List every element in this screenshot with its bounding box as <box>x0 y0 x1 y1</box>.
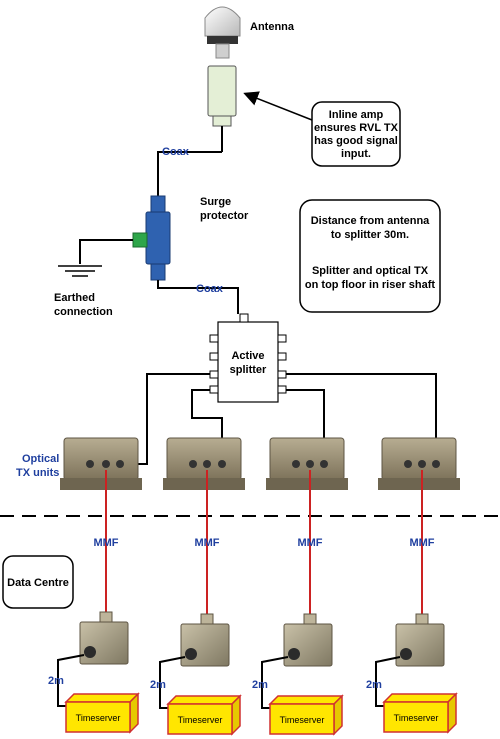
fibre-receiver-icon <box>283 613 333 667</box>
inline-amp-note-line-3: has good signal <box>314 135 398 147</box>
inline-amp-note-line-1: Inline amp <box>329 109 384 121</box>
distance-note-line-2: to splitter 30m. <box>331 229 409 241</box>
coax-top-label: Coax <box>162 146 190 158</box>
distance-note-line-5: on top floor in riser shaft <box>305 279 436 291</box>
splitter-to-tx-cable-4 <box>286 373 437 462</box>
splitter-label-line-1: Active <box>231 350 264 362</box>
earth-ground-icon <box>58 265 102 277</box>
mmf-label-1: MMF <box>93 537 118 549</box>
surge-protector-icon <box>132 195 171 281</box>
data-centre-label: Data Centre <box>7 577 69 589</box>
distance-note: Distance from antenna to splitter 30m. S… <box>299 199 441 313</box>
timeserver-box-icon: Timeserver <box>268 694 344 736</box>
coax-cable-top <box>157 151 222 196</box>
earthed-label-line-1: Earthed <box>54 292 95 304</box>
timeserver-label-3: Timeserver <box>280 715 325 725</box>
surge-label-line-2: protector <box>200 210 249 222</box>
optical-transmitter-icon <box>60 437 142 490</box>
coax-mid-label: Coax <box>196 283 224 295</box>
active-splitter-icon <box>209 313 287 403</box>
timeserver-cable-1 <box>57 654 85 707</box>
data-centre-box: Data Centre <box>2 555 74 609</box>
timeserver-cable-3 <box>261 656 289 709</box>
inline-amp-note-line-2: ensures RVL TX <box>314 122 399 134</box>
inline-amp-note: Inline amp ensures RVL TX has good signa… <box>311 101 401 167</box>
optical-transmitter-icon <box>378 437 460 490</box>
cable-2m-label-4: 2m <box>366 679 382 691</box>
timeserver-box-icon: Timeserver <box>382 692 458 734</box>
cable-2m-label-1: 2m <box>48 675 64 687</box>
fibre-receiver-icon <box>180 613 230 667</box>
fibre-receiver-icon <box>79 611 129 665</box>
mmf-label-2: MMF <box>194 537 219 549</box>
optical-transmitter-icon <box>266 437 348 490</box>
optical-tx-label-line-2: TX units <box>16 467 59 479</box>
cable-2m-label-3: 2m <box>252 679 268 691</box>
mmf-label-3: MMF <box>297 537 322 549</box>
distance-note-line-1: Distance from antenna <box>311 215 430 227</box>
optical-tx-label-line-1: Optical <box>22 453 59 465</box>
inline-amp-note-line-4: input. <box>341 148 371 160</box>
splitter-label-line-2: splitter <box>230 364 267 376</box>
timeserver-label-1: Timeserver <box>76 713 121 723</box>
timeserver-cable-4 <box>375 656 401 707</box>
surge-label-line-1: Surge <box>200 196 231 208</box>
timeserver-label-2: Timeserver <box>178 715 223 725</box>
antenna-dome-icon <box>204 6 241 59</box>
coax-cable-mid <box>157 280 239 314</box>
timeserver-cable-2 <box>159 656 186 709</box>
timeserver-box-icon: Timeserver <box>64 692 140 734</box>
cable-2m-label-2: 2m <box>150 679 166 691</box>
distance-note-line-4: Splitter and optical TX <box>312 265 429 277</box>
antenna-label: Antenna <box>250 21 295 33</box>
timeserver-box-icon: Timeserver <box>166 694 242 736</box>
inline-amplifier-icon <box>207 65 237 152</box>
optical-transmitter-icon <box>163 437 245 490</box>
mmf-label-4: MMF <box>409 537 434 549</box>
fibre-receiver-icon <box>395 613 445 667</box>
splitter-to-tx-cable-2 <box>191 389 223 462</box>
earthed-label-line-2: connection <box>54 306 113 318</box>
earth-cable <box>79 239 133 264</box>
note-arrow <box>243 91 313 121</box>
timeserver-label-4: Timeserver <box>394 713 439 723</box>
